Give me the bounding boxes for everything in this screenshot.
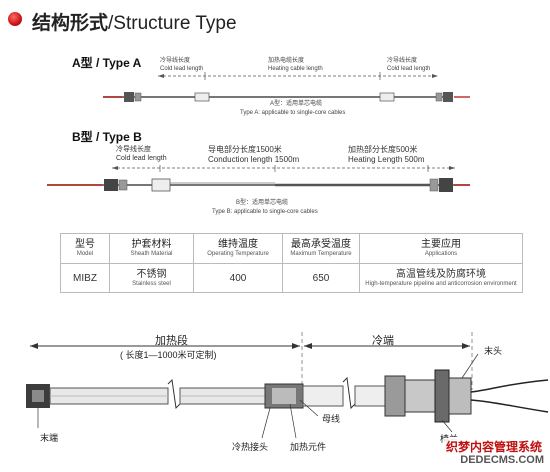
lead-end-label: 末头	[484, 346, 503, 356]
cold-end-label: 冷端	[372, 335, 394, 347]
cell-operating: 400	[193, 263, 283, 293]
cold-joint-label: 冷热接头	[232, 442, 269, 452]
title-bullet-icon	[8, 12, 22, 26]
type-b-caption-en: Type B: applicable to single-core cables	[212, 209, 318, 215]
watermark-url: DEDECMS.COM	[460, 454, 544, 466]
type-b-caption-cn: B型：适用单芯电缆	[236, 200, 289, 206]
title-cn: 结构形式	[32, 13, 109, 34]
cell-maximum: 650	[282, 263, 360, 293]
type-b-heading: B型 / Type B	[72, 130, 142, 144]
title-en: /Structure Type	[108, 13, 237, 34]
cable-structure-drawing	[26, 332, 549, 439]
heating-element-label: 加热元件	[290, 442, 327, 452]
end-cap-label: 末端	[40, 433, 59, 443]
type-a-cable-diagram	[103, 72, 470, 102]
type-b-cable-diagram	[47, 165, 470, 192]
type-a-caption-en: Type A: applicable to single-core cables	[240, 110, 346, 116]
page-title: 结构形式/Structure Type	[32, 8, 237, 35]
type-a-heading: A型 / Type A	[72, 56, 142, 70]
heating-length-note: ( 长度1—1000米可定制)	[120, 350, 217, 360]
heating-section-label: 加热段	[155, 335, 188, 347]
cell-model: MIBZ	[60, 263, 110, 293]
type-a-caption-cn: A型：适用单芯电缆	[270, 101, 323, 107]
watermark-text: 织梦内容管理系统	[443, 438, 544, 455]
bus-wire-label: 母线	[322, 414, 341, 424]
